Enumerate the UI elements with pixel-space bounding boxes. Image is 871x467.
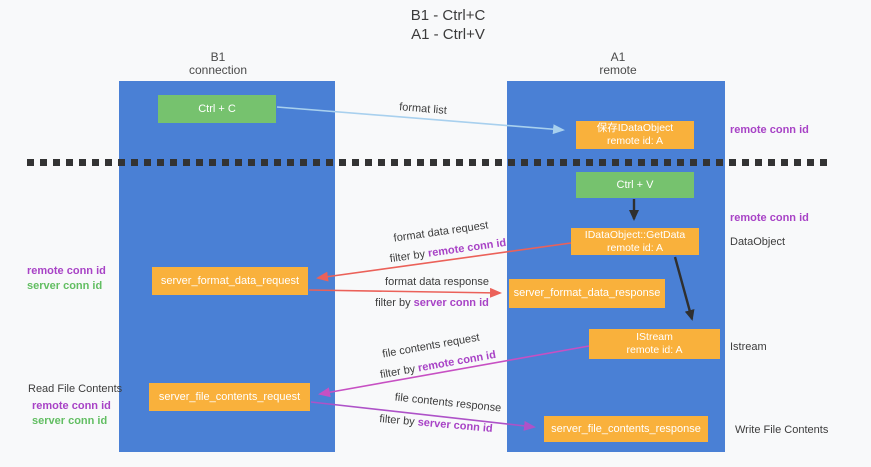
remote-conn-id-text: remote conn id [417, 348, 497, 375]
server-conn-id-text: server conn id [413, 297, 489, 309]
getdata-box: IDataObject::GetData remote id: A [571, 228, 699, 255]
istream-line2: remote id: A [626, 344, 683, 356]
server-conn-id-label-left-1: server conn id [27, 280, 103, 292]
getdata-line1: IDataObject::GetData [584, 228, 686, 241]
getdata-line2: remote id: A [606, 241, 664, 254]
filter-by-text: filter by [379, 362, 420, 382]
remote-conn-id-text: remote conn id [427, 236, 507, 260]
istream-label: Istream [730, 341, 767, 353]
server-file-contents-request-box: server_file_contents_request [149, 383, 310, 411]
remote-conn-id-label-left-1: remote conn id [27, 265, 106, 277]
save-idataobject-line1: 保存IDataObject [596, 122, 674, 134]
server-file-contents-request-label: server_file_contents_request [158, 390, 301, 403]
istream-box: IStream remote id: A [589, 329, 720, 359]
format-list-label: format list [398, 101, 448, 117]
remote-conn-id-label-right-2: remote conn id [730, 212, 809, 224]
ctrl-c-label: Ctrl + C [198, 102, 236, 115]
write-file-contents-label: Write File Contents [735, 424, 829, 436]
title-line-1: B1 - Ctrl+C [410, 7, 486, 24]
format-data-response-label: format data response [385, 276, 489, 288]
title-line-2: A1 - Ctrl+V [411, 26, 485, 43]
filter-server-conn-id-label-1: filter by server conn id [375, 297, 489, 309]
read-file-contents-label: Read File Contents [28, 383, 123, 395]
save-idataobject-line2: remote id: A [606, 135, 664, 147]
server-file-contents-response-box: server_file_contents_response [544, 416, 708, 442]
filter-by-text: filter by [378, 413, 419, 429]
server-format-data-request-box: server_format_data_request [152, 267, 308, 295]
istream-line1: IStream [636, 331, 673, 343]
lane-left-name: B1 [210, 50, 226, 64]
page-title: B1 - Ctrl+C A1 - Ctrl+V [411, 6, 486, 44]
ctrl-v-label: Ctrl + V [616, 178, 654, 191]
server-conn-id-label-left-2: server conn id [32, 415, 108, 427]
session-divider [27, 159, 833, 166]
lane-right-header: A1 remote [599, 51, 636, 77]
filter-by-text: filter by [389, 247, 429, 266]
server-format-data-response-box: server_format_data_response [509, 279, 665, 308]
lane-left-role: connection [188, 63, 248, 77]
ctrl-v-box: Ctrl + V [576, 172, 694, 198]
filter-by-text: filter by [375, 297, 414, 309]
filter-server-conn-id-label-2: filter by server conn id [379, 413, 493, 435]
ctrl-c-box: Ctrl + C [158, 95, 276, 123]
remote-conn-id-label-left-2: remote conn id [32, 400, 111, 412]
server-format-data-response-label: server_format_data_response [513, 287, 661, 299]
server-conn-id-text: server conn id [417, 416, 494, 435]
save-idataobject-box: 保存IDataObject remote id: A [576, 121, 694, 149]
server-file-contents-response-label: server_file_contents_response [551, 422, 701, 435]
server-format-data-request-label: server_format_data_request [160, 274, 300, 287]
file-contents-response-label: file contents response [394, 391, 502, 415]
dataobject-label: DataObject [730, 236, 786, 248]
lane-right-name: A1 [610, 50, 626, 64]
format-data-response-arrow [308, 287, 502, 298]
lane-right-role: remote [599, 63, 637, 77]
remote-conn-id-label-right-1: remote conn id [730, 124, 809, 136]
lane-left-header: B1 connection [189, 51, 247, 77]
